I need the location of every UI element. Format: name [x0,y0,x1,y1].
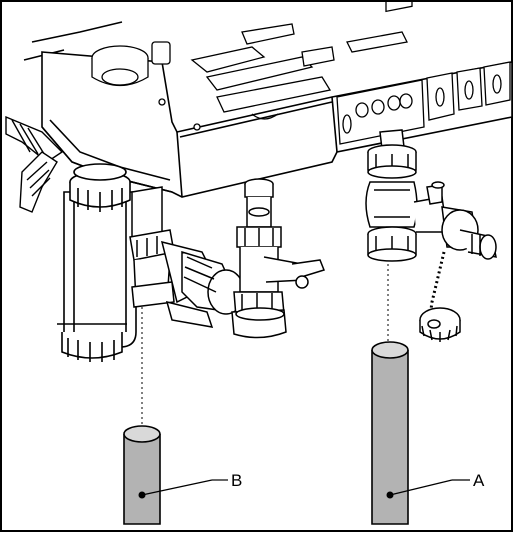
label-a: A [473,471,485,490]
guide-lines [141,264,389,426]
condensate-siphon [57,163,137,362]
label-b: B [231,471,242,490]
boiler-internals [91,23,408,131]
pipe-a [371,341,470,525]
pipe-b [123,425,228,525]
pipe-a-leader [389,479,453,496]
pipe-b-leader [141,479,213,496]
flexible-hoses [5,115,64,213]
gas-valve [129,186,245,328]
control-panel [336,2,511,145]
water-valve [231,178,325,339]
right-valve-assembly [365,129,497,342]
